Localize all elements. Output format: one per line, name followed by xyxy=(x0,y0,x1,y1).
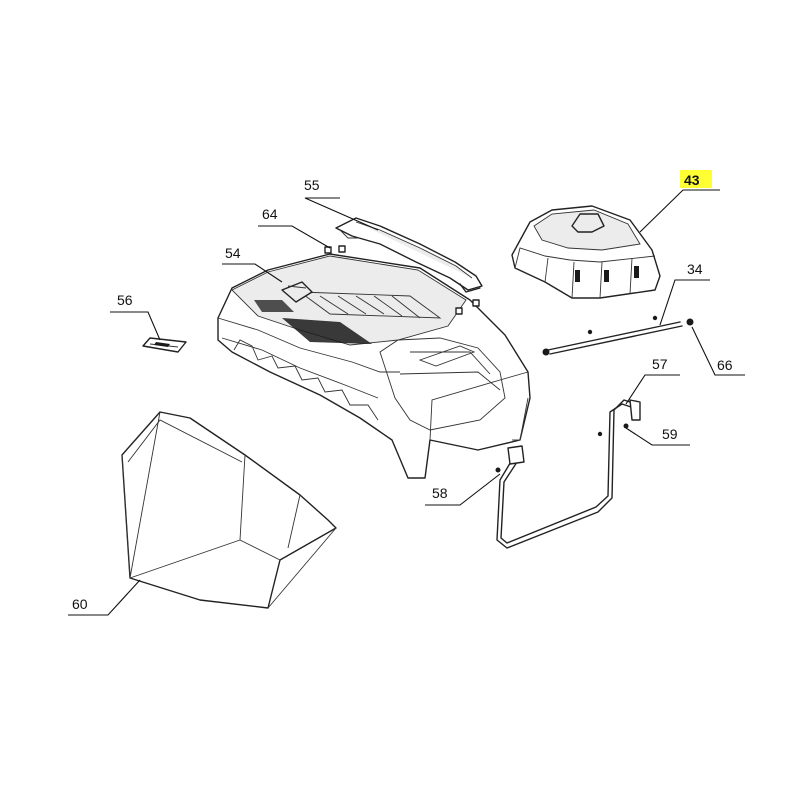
callout-54: 54 xyxy=(225,245,241,261)
leader-lines xyxy=(68,189,745,616)
part-55-handle xyxy=(324,217,483,315)
part-60-grass-bag xyxy=(121,411,337,609)
callout-59: 59 xyxy=(662,426,678,442)
callout-58: 58 xyxy=(432,485,448,501)
part-57-58-frame xyxy=(495,399,641,549)
callout-55: 55 xyxy=(304,177,320,193)
callout-66: 66 xyxy=(717,357,733,373)
callout-43-highlight xyxy=(680,170,712,188)
callout-34: 34 xyxy=(687,261,703,277)
callout-57: 57 xyxy=(652,356,668,372)
part-54-main-cover xyxy=(217,253,531,479)
callout-60: 60 xyxy=(72,596,88,612)
callout-64: 64 xyxy=(262,206,278,222)
part-34-rod xyxy=(542,315,694,356)
callout-56: 56 xyxy=(117,292,133,308)
part-43-rear-cover xyxy=(511,205,661,299)
callout-43: 43 xyxy=(684,172,700,188)
part-56-clip xyxy=(142,337,187,353)
callout-labels: 43 34 66 55 64 54 56 57 59 58 60 xyxy=(72,170,733,612)
